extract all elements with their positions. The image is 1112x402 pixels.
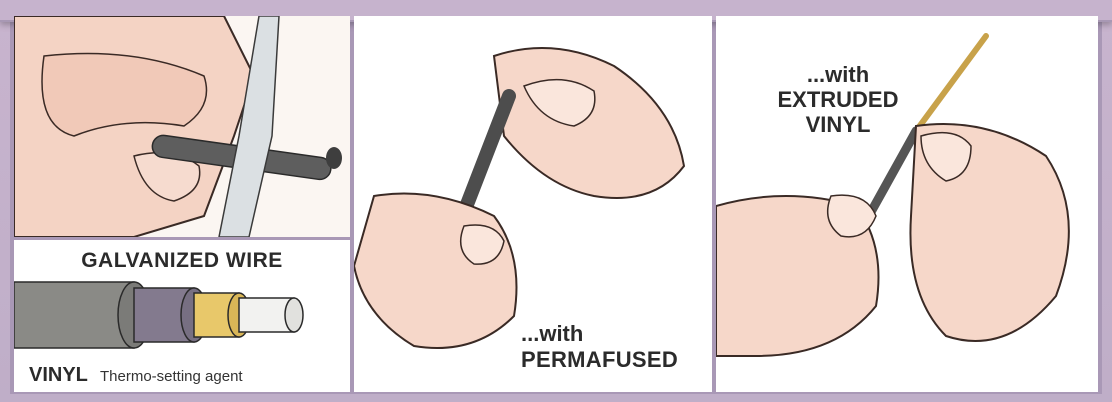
vinyl-label: VINYL (29, 364, 88, 387)
panel-wire-layers: GALVANIZED WIRE VINYL Thermo-setting age… (14, 240, 350, 392)
permafused-label: PERMAFUSED (521, 347, 678, 373)
thermo-setting-agent-label: Thermo-setting agent (100, 368, 243, 385)
panel-knife-cut (14, 16, 350, 237)
panel-permafused: ...with PERMAFUSED (354, 16, 712, 392)
panel-extruded-vinyl: ...with EXTRUDED VINYL (716, 16, 1098, 392)
knife-cut-drawing (14, 16, 350, 237)
with-label: ...with (521, 321, 583, 347)
extruded-vinyl-drawing (716, 16, 1098, 392)
